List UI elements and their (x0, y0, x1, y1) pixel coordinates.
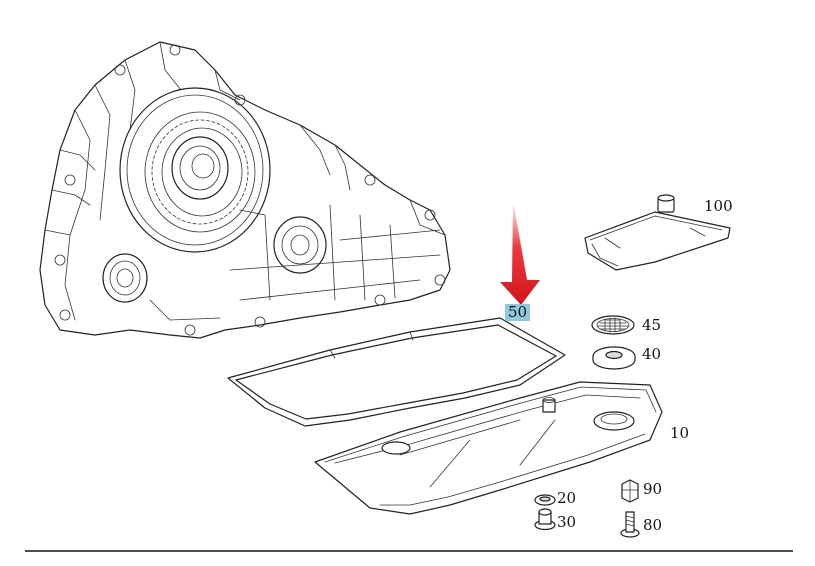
clip-part-90 (621, 479, 639, 503)
callout-part-40: 40 (642, 345, 662, 363)
callout-part-50: 50 (505, 304, 531, 321)
oil-pan-part-10 (314, 381, 663, 515)
callout-part-10: 10 (670, 424, 690, 442)
transmission-housing (39, 41, 451, 339)
callout-part-90: 90 (643, 480, 663, 498)
callout-part-100: 100 (704, 197, 733, 215)
strainer-screen-part-45 (591, 315, 635, 335)
pan-gasket-part-50 (227, 317, 566, 427)
washer-part-20 (534, 494, 556, 506)
oil-filter-part-100 (584, 194, 731, 271)
seal-ring-part-40 (592, 346, 636, 370)
callout-part-80: 80 (643, 516, 663, 534)
callout-part-30: 30 (557, 513, 577, 531)
arrow-down-icon (500, 200, 540, 305)
callout-part-45: 45 (642, 316, 662, 334)
callout-part-20: 20 (557, 489, 577, 507)
drain-plug-part-30 (534, 508, 556, 531)
bolt-part-80 (620, 511, 640, 538)
